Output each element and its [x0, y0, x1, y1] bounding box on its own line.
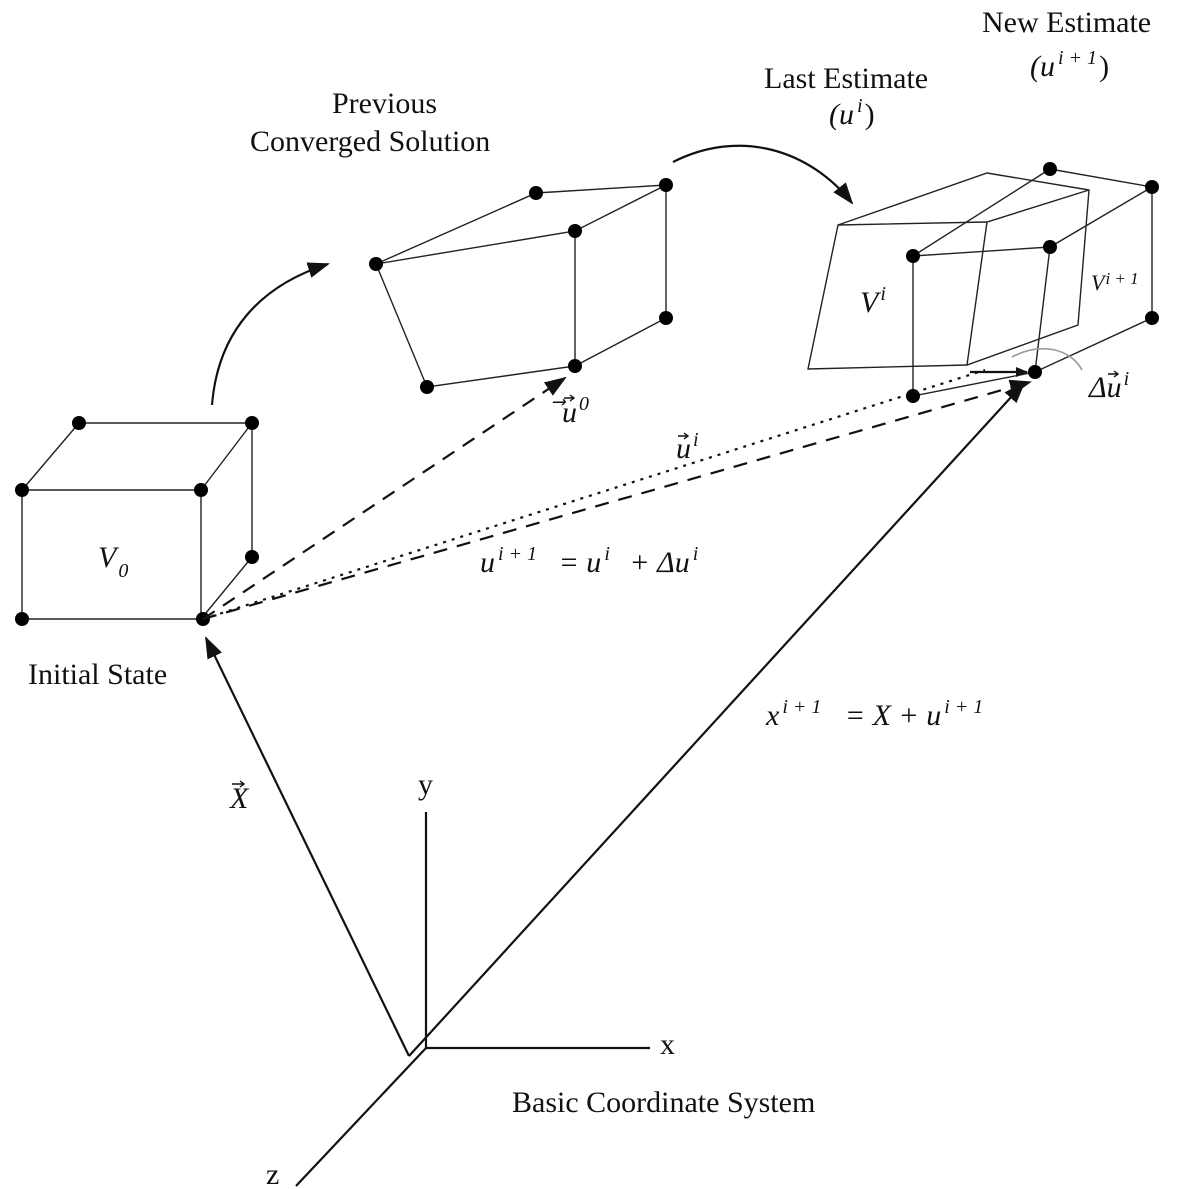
- vector-accents: [232, 370, 1120, 788]
- node: [194, 483, 208, 497]
- z-axis-label: z: [266, 1158, 279, 1189]
- ui-vector: [202, 368, 986, 621]
- node: [906, 389, 920, 403]
- new-estimate-cube: [906, 162, 1159, 403]
- node: [1043, 240, 1057, 254]
- node: [1145, 311, 1159, 325]
- ui1-vector: [202, 379, 1032, 621]
- node: [72, 416, 86, 430]
- node: [529, 186, 543, 200]
- x-current-vector: [408, 381, 1026, 1057]
- node: [659, 311, 673, 325]
- node: [659, 178, 673, 192]
- basic-coordinate-system-label: Basic Coordinate System: [512, 1086, 815, 1119]
- vi1-label: Vi + 1: [1091, 269, 1139, 295]
- flow-arrow-1: [210, 262, 330, 406]
- u0-vector: [202, 376, 567, 620]
- x-axis-label: x: [660, 1028, 675, 1061]
- target-node: [1028, 365, 1042, 379]
- node: [420, 380, 434, 394]
- x-vector-label: X: [229, 782, 250, 815]
- node: [568, 224, 582, 238]
- initial-state-label: Initial State: [28, 658, 167, 691]
- last-estimate-label: Last Estimate: [764, 62, 928, 95]
- previous-label-line2: Converged Solution: [250, 125, 490, 158]
- previous-label-line1: Previous: [332, 87, 437, 120]
- y-axis-label: y: [418, 768, 433, 801]
- last-estimate-volume: [807, 172, 1090, 370]
- new-estimate-label: New Estimate: [982, 6, 1151, 39]
- delta-ui-pointer: [1011, 347, 1083, 371]
- node: [15, 612, 29, 626]
- node: [245, 416, 259, 430]
- node: [369, 257, 383, 271]
- node: [1145, 180, 1159, 194]
- x-position-vector: [205, 636, 410, 1057]
- previous-converged-cube: Previous Converged Solution: [250, 87, 673, 394]
- node: [568, 359, 582, 373]
- coordinate-axes: y x z Basic Coordinate System: [266, 768, 815, 1189]
- node: [906, 249, 920, 263]
- node: [1043, 162, 1057, 176]
- node: [245, 550, 259, 564]
- node: [15, 483, 29, 497]
- flow-arrow-2: [672, 144, 854, 205]
- z-axis: [295, 1047, 427, 1187]
